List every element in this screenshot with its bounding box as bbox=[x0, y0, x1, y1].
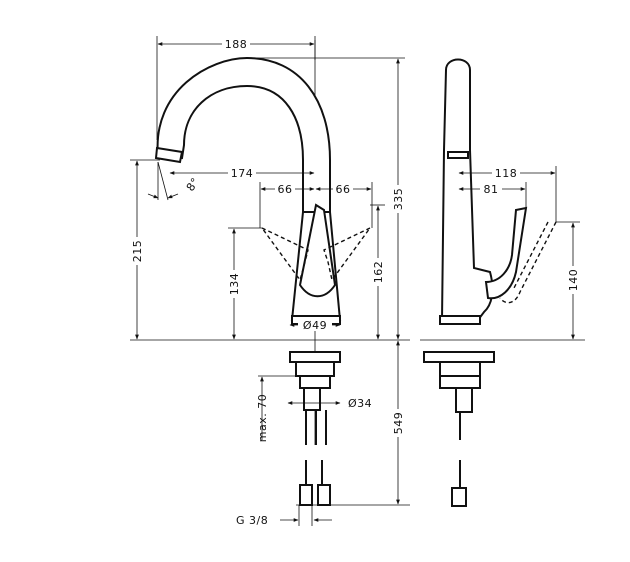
dim-diameter-49: Ø49 bbox=[303, 319, 327, 332]
dim-81: 81 bbox=[484, 183, 499, 196]
dim-134: 134 bbox=[228, 273, 241, 296]
mounting-plate bbox=[289, 351, 341, 363]
handle-swing-left bbox=[261, 227, 309, 282]
dim-162: 162 bbox=[372, 261, 385, 284]
dim-174: 174 bbox=[231, 167, 254, 180]
dim-diameter-34: Ø34 bbox=[348, 397, 372, 410]
thread-ring bbox=[299, 375, 331, 389]
dim-66-right: 66 bbox=[336, 183, 351, 196]
spout-tip bbox=[154, 146, 184, 164]
front-view: 188 174 66 66 8° 215 134 162 bbox=[130, 36, 410, 527]
dim-215: 215 bbox=[131, 240, 144, 263]
dim-140: 140 bbox=[567, 269, 580, 292]
shank bbox=[303, 387, 321, 411]
side-shank bbox=[455, 387, 473, 413]
side-view: 118 81 140 bbox=[420, 58, 585, 507]
handle-swing-right bbox=[323, 227, 371, 282]
spout bbox=[156, 56, 331, 213]
side-mounting-nut bbox=[439, 361, 481, 377]
dim-angle: 8° bbox=[184, 175, 202, 194]
fitting-right bbox=[317, 484, 331, 506]
dim-118: 118 bbox=[495, 167, 518, 180]
dim-188: 188 bbox=[225, 38, 248, 51]
dim-thread: G 3/8 bbox=[236, 514, 268, 527]
lever-handle bbox=[298, 203, 337, 298]
mounting-nut bbox=[295, 361, 335, 377]
dim-335: 335 bbox=[392, 188, 405, 211]
dim-549: 549 bbox=[392, 412, 405, 435]
side-handle bbox=[484, 206, 528, 300]
dim-max-70: max. 70 bbox=[256, 394, 269, 442]
side-thread bbox=[439, 375, 481, 389]
fitting-left bbox=[299, 484, 313, 506]
side-base bbox=[439, 315, 481, 325]
side-mounting-plate bbox=[423, 351, 495, 363]
dim-66-left: 66 bbox=[278, 183, 293, 196]
side-handle-swing bbox=[499, 221, 557, 304]
side-fitting bbox=[451, 487, 467, 507]
